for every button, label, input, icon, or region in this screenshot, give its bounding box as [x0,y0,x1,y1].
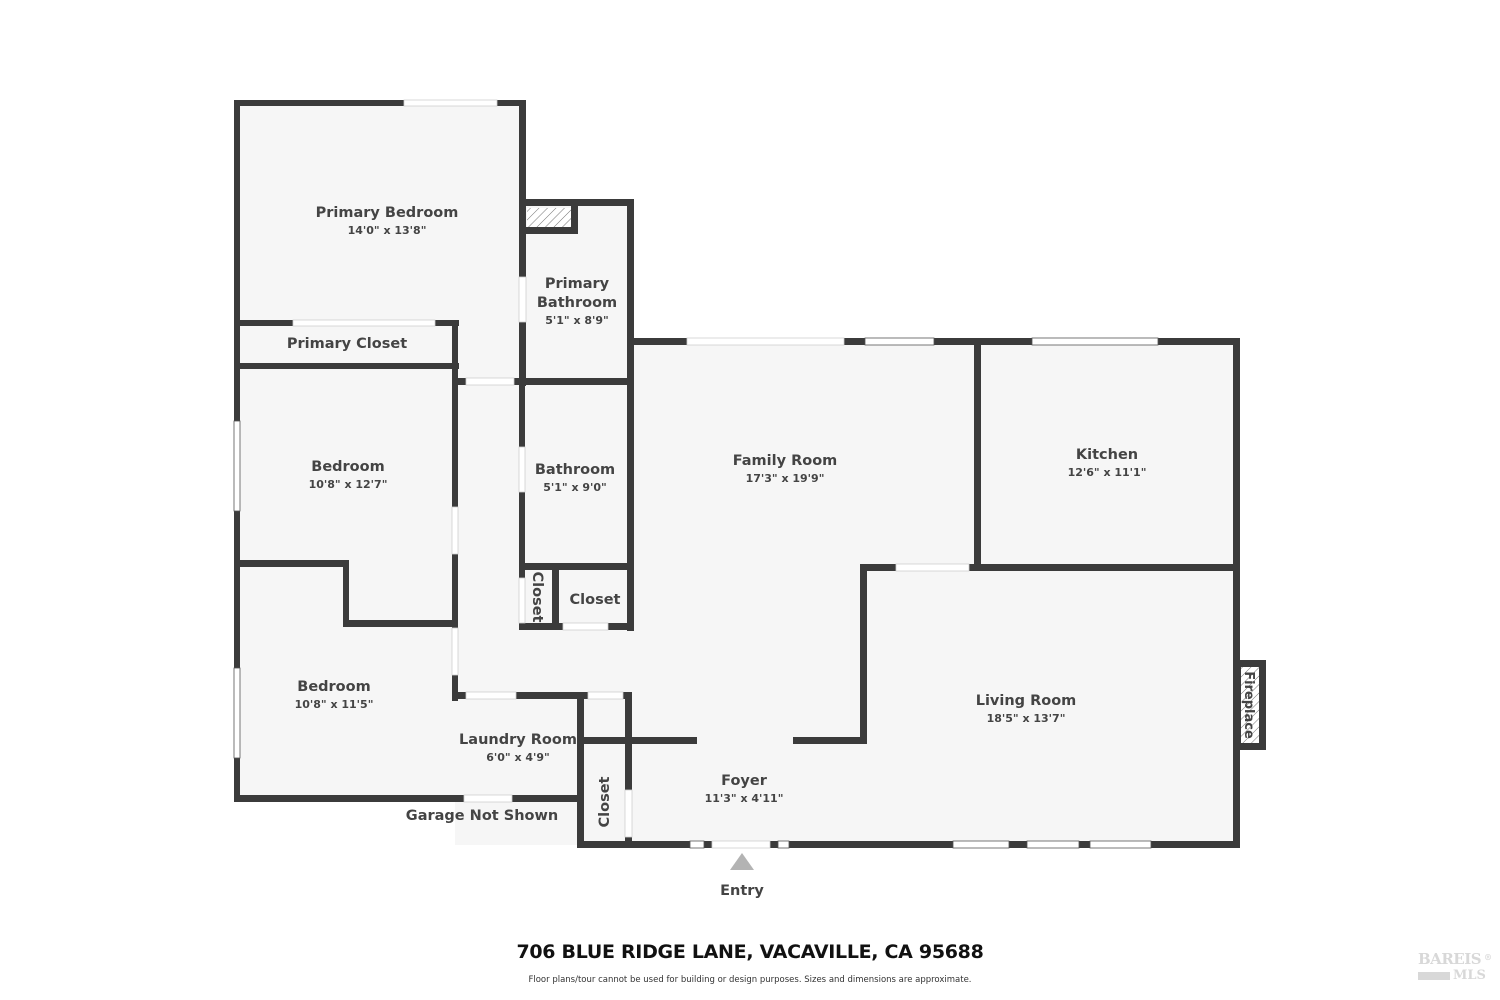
room-primary-closet-name: Primary Closet [287,336,407,352]
room-bedroom-2-name: Bedroom [297,679,370,695]
room-primary-bedroom-dims: 14'0" x 13'8" [348,224,427,237]
room-closet-foyer-name: Closet [597,776,613,827]
room-labels: Primary Bedroom 14'0" x 13'8" Primary Ba… [287,205,1256,899]
room-primary-bathroom-dims: 5'1" x 8'9" [545,314,609,327]
logo-top-text: BAREIS [1418,950,1482,968]
garage-note: Garage Not Shown [406,808,558,824]
room-family-room-dims: 17'3" x 19'9" [746,472,825,485]
door-openings [292,99,970,849]
logo-bottom-text: MLS [1453,968,1486,983]
room-bathroom-dims: 5'1" x 9'0" [543,481,607,494]
room-living-room-name: Living Room [976,693,1077,709]
floor-areas [238,104,1236,845]
logo-bar [1418,971,1450,980]
room-bathroom-name: Bathroom [535,462,615,478]
room-closet-hall-name: Closet [570,592,621,608]
logo-registered-mark: ® [1484,952,1492,962]
fireplace-hatch [1241,667,1259,743]
room-primary-bathroom-name-2: Bathroom [537,295,617,311]
room-bedroom-1-dims: 10'8" x 12'7" [309,478,388,491]
room-living-room-dims: 18'5" x 13'7" [987,712,1066,725]
entry-label: Entry [720,883,764,899]
room-bedroom-1-name: Bedroom [311,459,384,475]
room-laundry-name: Laundry Room [459,732,577,748]
room-primary-bedroom-name: Primary Bedroom [316,205,459,221]
bareis-mls-logo: BAREIS MLS ® [1418,952,1492,988]
room-foyer-dims: 11'3" x 4'11" [705,792,784,805]
property-address: 706 BLUE RIDGE LANE, VACAVILLE, CA 95688 [516,941,984,963]
room-foyer-name: Foyer [721,773,768,789]
room-kitchen-name: Kitchen [1076,447,1138,463]
room-bedroom-2-dims: 10'8" x 11'5" [295,698,374,711]
fireplace-label: Fireplace [1241,671,1256,739]
windows [233,337,1159,849]
room-kitchen-dims: 12'6" x 11'1" [1068,466,1147,479]
room-primary-bathroom-name-1: Primary [545,276,610,292]
disclaimer-text: Floor plans/tour cannot be used for buil… [528,975,972,985]
entry-arrow-icon [730,853,754,870]
room-family-room-name: Family Room [733,453,838,469]
room-laundry-dims: 6'0" x 4'9" [486,751,550,764]
room-closet-small-name: Closet [529,572,545,623]
